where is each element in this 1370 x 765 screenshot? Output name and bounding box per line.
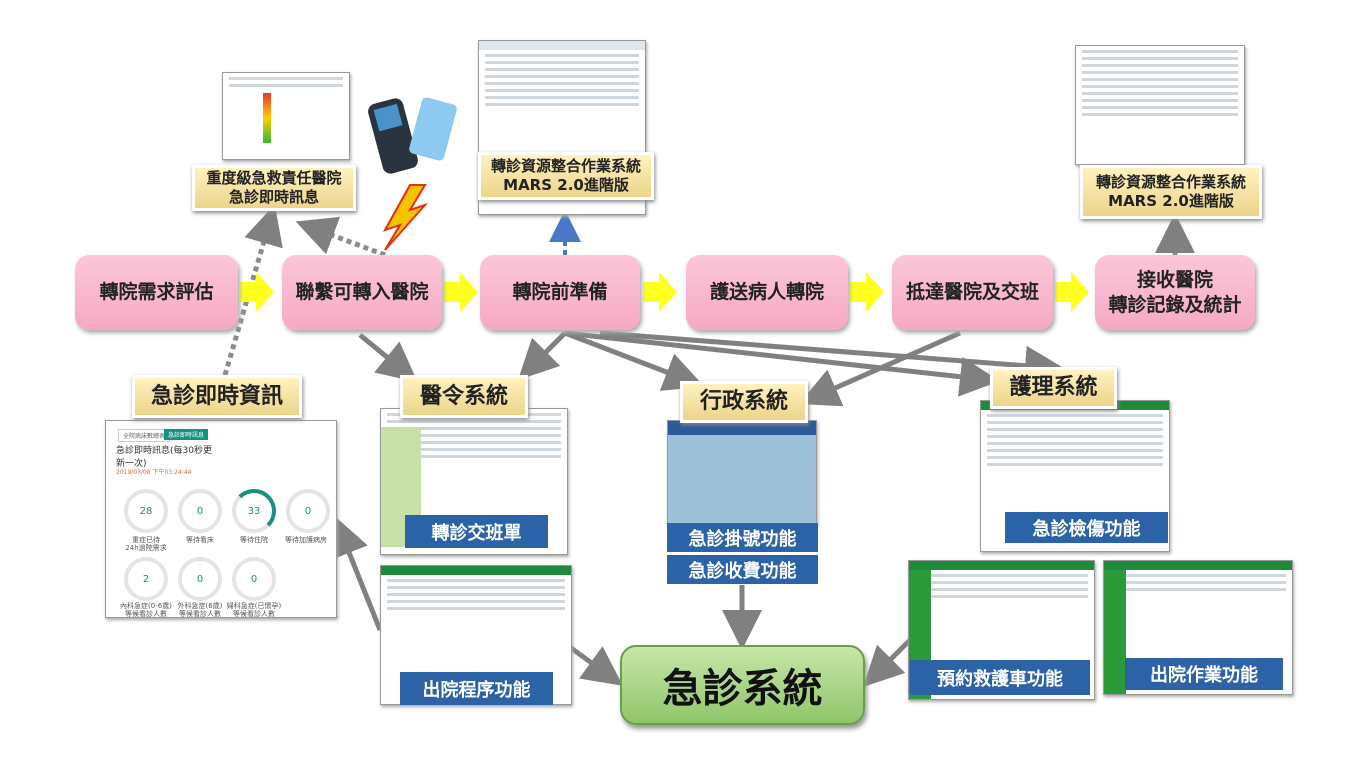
gauge-caption: 婦科急症(已懷孕) 等候看診人數 bbox=[226, 602, 282, 619]
flow-step-receive: 接收醫院 轉診記錄及統計 bbox=[1095, 255, 1255, 330]
gauge-caption: 內科急症(0-6歲) 等候看診人數 bbox=[120, 602, 172, 619]
label-mars-2: 轉診資源整合作業系統 MARS 2.0進階版 bbox=[1080, 165, 1262, 219]
mars-screenshot-2 bbox=[1075, 45, 1245, 165]
flow-step-contact: 聯繫可轉入醫院 bbox=[282, 255, 442, 330]
flow-arrows bbox=[240, 272, 1089, 312]
label-discharge-proc: 出院程序功能 bbox=[400, 672, 553, 705]
label-triage: 急診檢傷功能 bbox=[1005, 512, 1168, 543]
label-handover: 轉診交班單 bbox=[405, 515, 548, 548]
label-register: 急診掛號功能 bbox=[667, 523, 818, 552]
arrow-contact-order bbox=[358, 333, 418, 383]
admin-screenshot bbox=[667, 420, 817, 525]
panel-date: 2019/03/08 下午03:24:44 bbox=[116, 469, 192, 476]
label-billing: 急診收費功能 bbox=[667, 555, 818, 584]
gauge: 0 bbox=[232, 557, 276, 601]
gauge: 28 bbox=[124, 489, 168, 533]
gauge-caption: 重症已待 24h過院需求 bbox=[125, 536, 167, 553]
gauge-caption: 等待住院 bbox=[240, 536, 268, 544]
label-er-info: 重度級急救責任醫院 急診即時訊息 bbox=[192, 165, 356, 211]
label-mars-1: 轉診資源整合作業系統 MARS 2.0進階版 bbox=[478, 152, 654, 200]
tab-er-info[interactable]: 急診即時訊息 bbox=[164, 429, 209, 440]
gauge: 2 bbox=[124, 557, 168, 601]
phone-icon bbox=[368, 97, 457, 251]
label-ambulance: 預約救護車功能 bbox=[910, 660, 1090, 695]
gauge: 0 bbox=[286, 489, 330, 533]
flow-step-escort: 護送病人轉院 bbox=[686, 255, 848, 330]
label-er-realtime: 急診即時資訊 bbox=[132, 375, 302, 418]
panel-title: 急診即時訊息(每30秒更新一次) bbox=[116, 446, 212, 469]
er-realtime-panel: 全院病床數總表 急診即時訊息 急診即時訊息(每30秒更新一次) 2019/03/… bbox=[105, 420, 337, 618]
label-nursing-system: 護理系統 bbox=[990, 367, 1117, 409]
flow-step-assess: 轉院需求評估 bbox=[75, 255, 238, 330]
gauge-caption: 外科急症(6歲) 等候看診人數 bbox=[177, 602, 223, 619]
gauge-caption: 等待加護病房 bbox=[285, 536, 327, 544]
flow-step-prepare: 轉院前準備 bbox=[480, 255, 640, 330]
er-monitor-screenshot bbox=[222, 72, 350, 160]
gauge: 0 bbox=[178, 557, 222, 601]
gauge-caption: 等待看床 bbox=[186, 536, 214, 544]
er-system-box: 急診系統 bbox=[620, 645, 865, 725]
tab-bed-summary[interactable]: 全院病床數總表 bbox=[118, 429, 171, 442]
gauge: 33 bbox=[232, 489, 276, 533]
flow-step-arrive: 抵達醫院及交班 bbox=[892, 255, 1053, 330]
label-discharge-op: 出院作業功能 bbox=[1125, 658, 1283, 690]
label-order-system: 醫令系統 bbox=[400, 375, 528, 418]
gauge: 0 bbox=[178, 489, 222, 533]
label-admin-system: 行政系統 bbox=[680, 381, 808, 423]
